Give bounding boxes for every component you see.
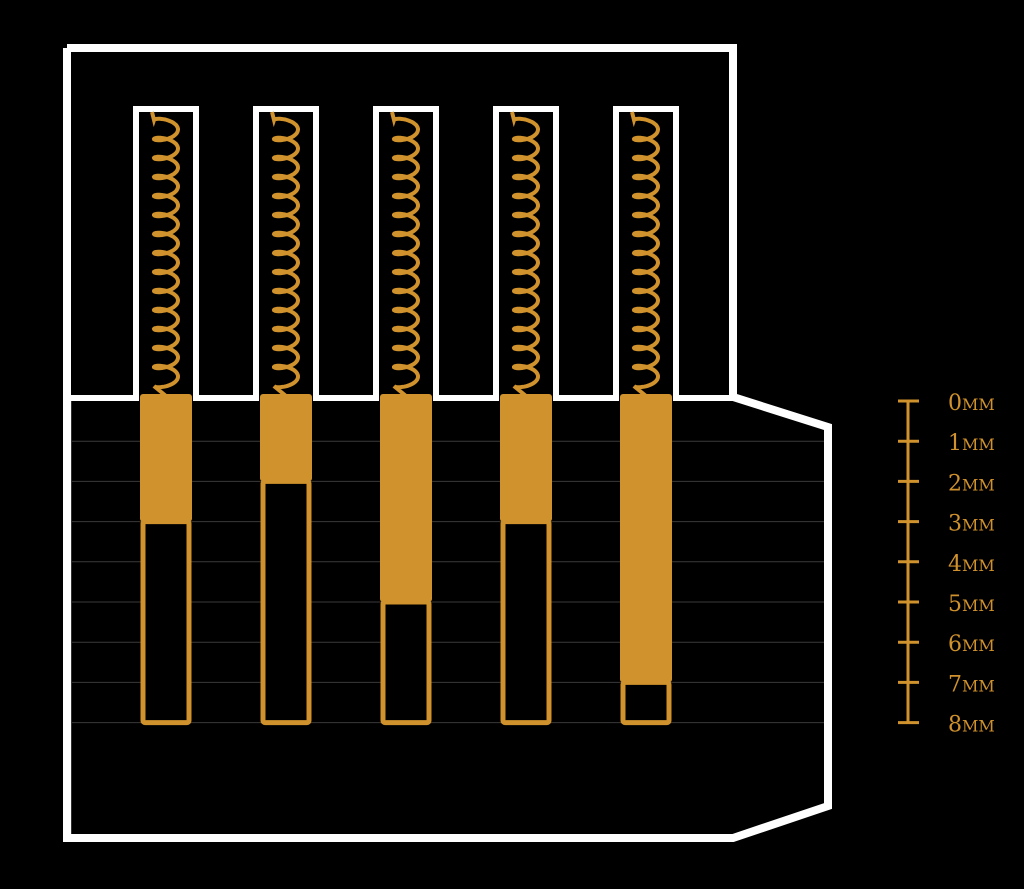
scale-label: 5MM <box>948 592 995 617</box>
pin-4 <box>500 111 552 726</box>
key-pin <box>620 679 672 726</box>
scale-label: 4MM <box>948 552 995 577</box>
chamber-outline <box>67 106 733 401</box>
scale-label: 2MM <box>948 471 995 496</box>
depth-scale: 0MM 1MM 2MM 3MM 4MM 5MM 6MM 7MM 8MM <box>898 391 995 738</box>
scale-label: 1MM <box>948 431 995 456</box>
scale-label: 3MM <box>948 512 995 537</box>
spring <box>270 111 301 398</box>
spring <box>390 111 421 398</box>
scale-label: 8MM <box>948 713 995 738</box>
scale-label: 0MM <box>948 391 995 416</box>
key-pin <box>500 519 552 726</box>
spring <box>150 111 181 398</box>
key-pin <box>260 478 312 726</box>
pin-5 <box>620 111 672 726</box>
pin-chambers <box>67 106 733 401</box>
spring <box>510 111 541 398</box>
pin-stacks <box>140 111 672 726</box>
lock-housing <box>63 44 832 842</box>
scale-label: 7MM <box>948 672 995 697</box>
pin-1 <box>140 111 192 726</box>
driver-pin <box>620 394 672 683</box>
driver-pin <box>140 394 192 522</box>
key-pin <box>380 599 432 726</box>
depth-grid <box>72 440 824 724</box>
pin-3 <box>380 111 432 726</box>
driver-pin <box>380 394 432 602</box>
key-pin <box>140 519 192 726</box>
driver-pin <box>260 394 312 482</box>
spring <box>630 111 661 398</box>
scale-label: 6MM <box>948 632 995 657</box>
driver-pin <box>500 394 552 522</box>
pin-2 <box>260 111 312 726</box>
